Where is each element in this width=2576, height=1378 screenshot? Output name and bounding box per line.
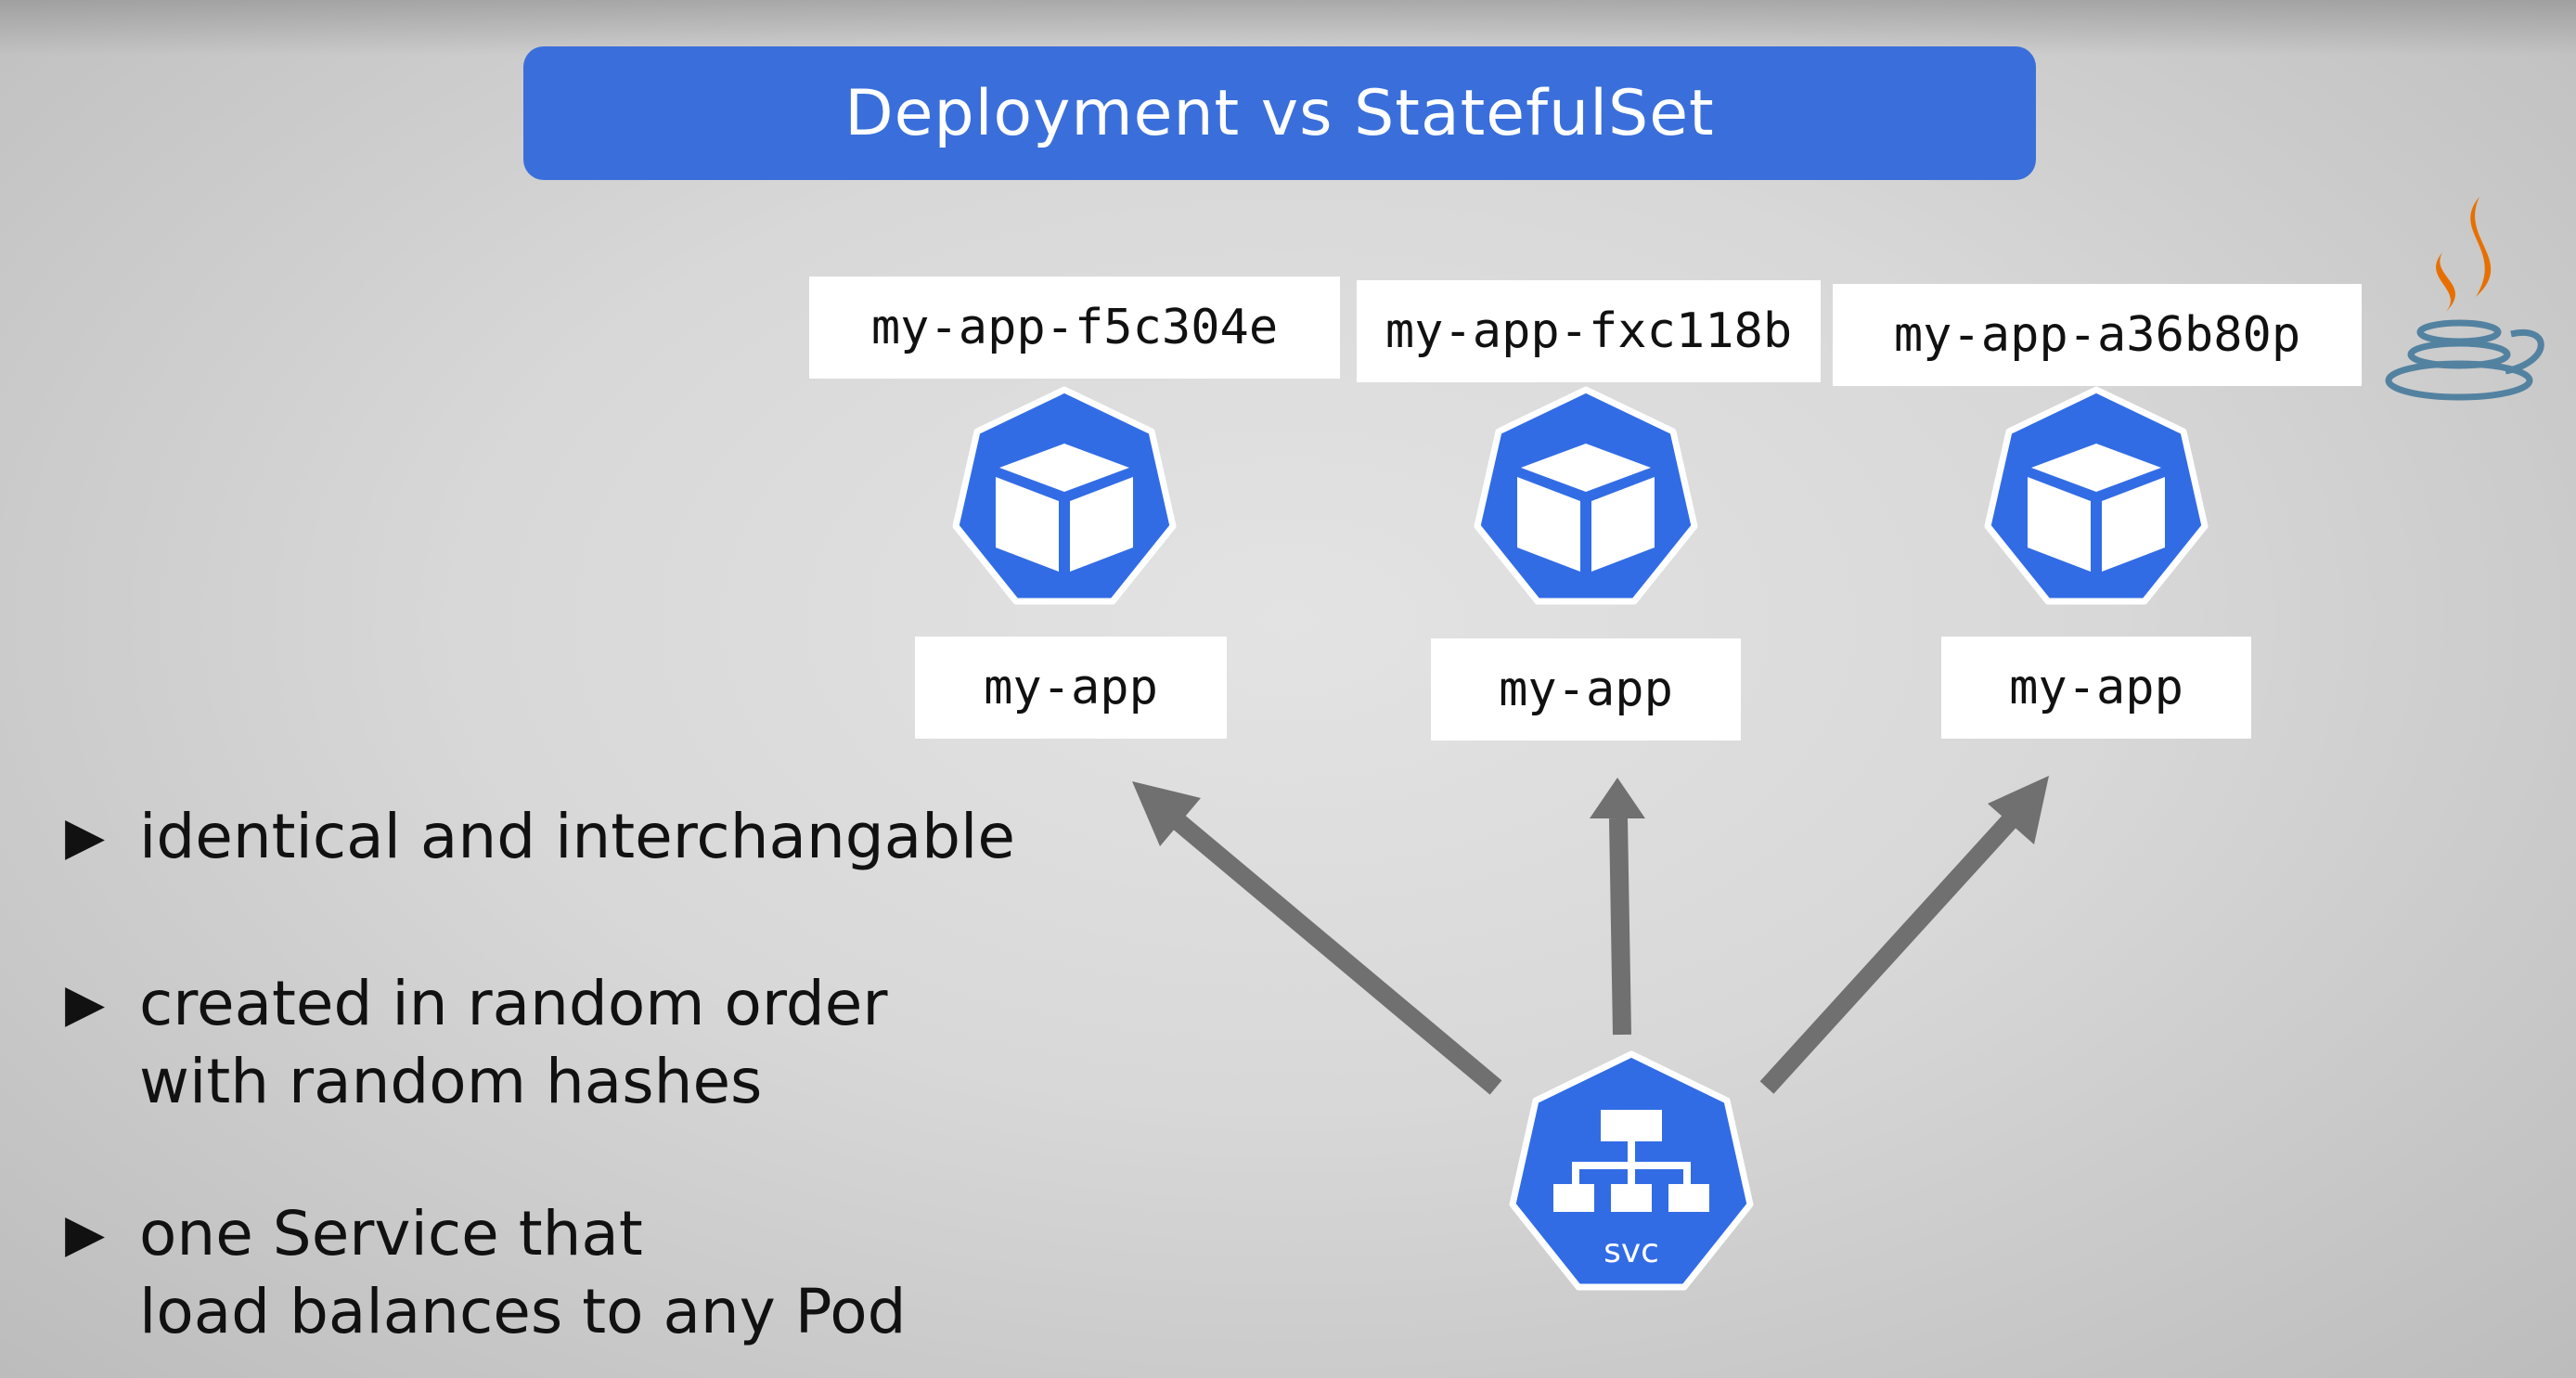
service-icon: svc — [1509, 1050, 1754, 1291]
bullet-text-1: identical and interchangable — [139, 801, 1015, 872]
arrow-to-pod-3 — [1759, 776, 2049, 1094]
pod-icon-1 — [956, 390, 1173, 601]
triangle-right-icon: ▶ — [65, 973, 106, 1034]
slide-title: Deployment vs StatefulSet — [523, 46, 2036, 180]
triangle-right-icon: ▶ — [65, 806, 106, 867]
pod-app-label-1: my-app — [915, 637, 1227, 739]
arrow-to-pod-1 — [1132, 781, 1502, 1095]
pod-name-label-3: my-app-a36b80p — [1833, 284, 2362, 386]
pod-name-label-2: my-app-fxc118b — [1357, 280, 1821, 382]
pod-icon-3 — [1988, 390, 2205, 601]
bullet-text-2: created in random order with random hash… — [139, 968, 888, 1117]
bullet-text-3: one Service that load balances to any Po… — [139, 1198, 907, 1347]
bullet-item-1: ▶ identical and interchangable — [65, 798, 1015, 876]
pod-app-label-2: my-app — [1431, 638, 1741, 741]
slide-title-text: Deployment vs StatefulSet — [844, 76, 1715, 150]
arrow-to-pod-2 — [1590, 778, 1645, 1036]
service-label: svc — [1604, 1232, 1659, 1270]
pod-app-label-3: my-app — [1941, 637, 2251, 739]
bullet-item-2: ▶ created in random order with random ha… — [65, 965, 887, 1121]
pod-icon-2 — [1477, 390, 1694, 601]
pod-name-label-1: my-app-f5c304e — [809, 277, 1340, 379]
triangle-right-icon: ▶ — [65, 1204, 106, 1264]
bullet-item-3: ▶ one Service that load balances to any … — [65, 1195, 907, 1351]
java-logo-icon — [2385, 197, 2544, 401]
